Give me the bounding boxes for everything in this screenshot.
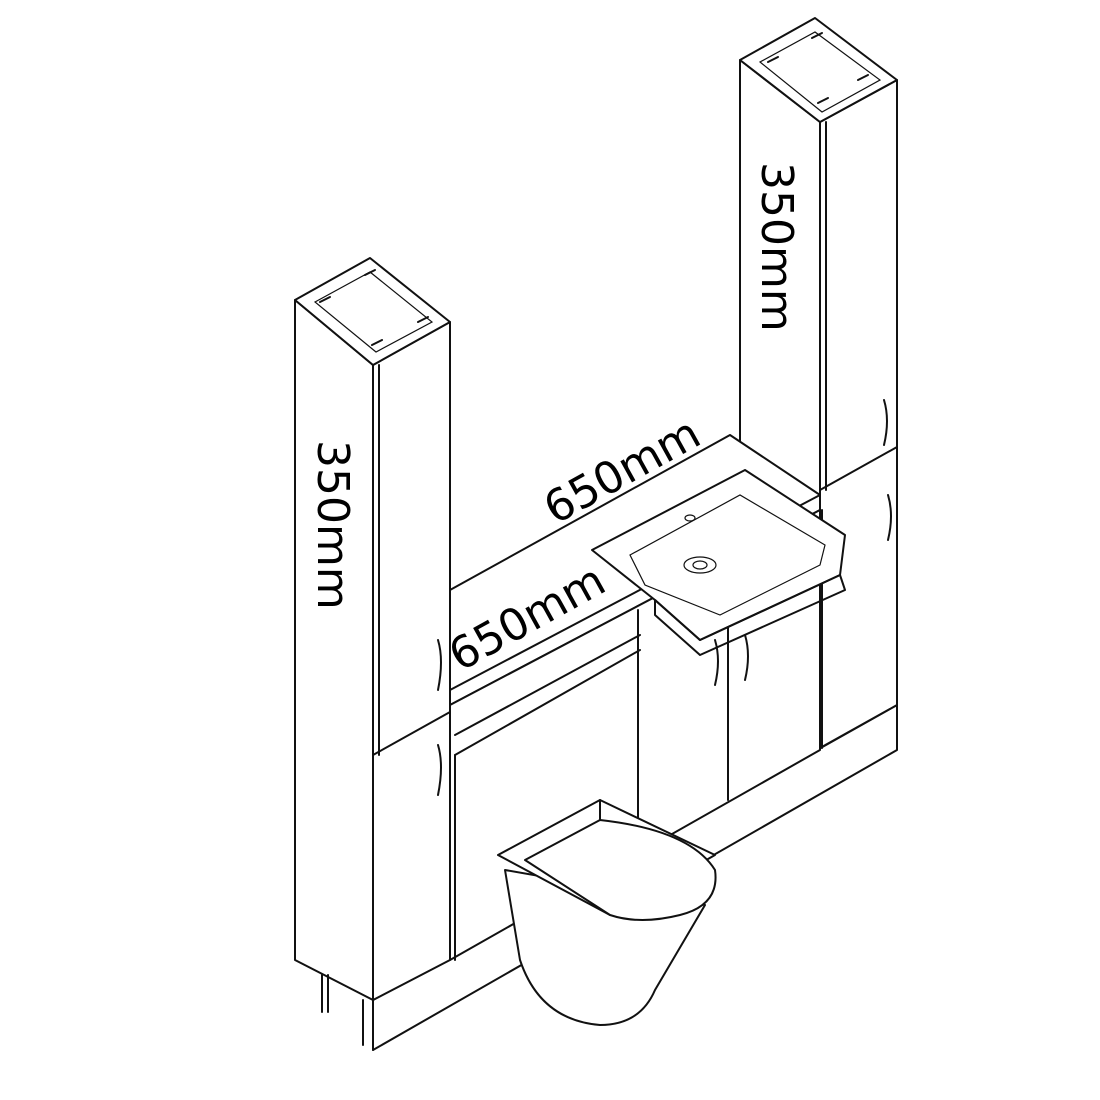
- left-tall-cabinet: [294, 257, 451, 1013]
- dimension-left-tower: 350mm: [307, 440, 358, 610]
- basin: [591, 469, 846, 656]
- cabinet-handle: [437, 639, 442, 796]
- cabinet-handle: [883, 399, 892, 541]
- cabinet-handle: [714, 634, 749, 686]
- dimension-right-tower: 350mm: [751, 162, 802, 332]
- drain-icon: [683, 556, 717, 574]
- tap-hole: [684, 514, 696, 522]
- cabinet-leg: [321, 974, 329, 1013]
- wall-hung-toilet: [497, 799, 717, 1026]
- right-tall-cabinet: [739, 17, 898, 749]
